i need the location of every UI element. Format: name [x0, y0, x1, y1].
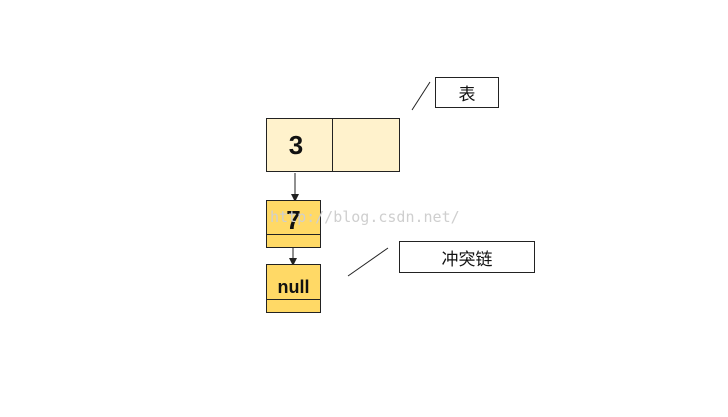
table-label-pointer-line	[411, 81, 431, 111]
chain-label-box: 冲突链	[399, 241, 535, 273]
chain-node-7-next-cell	[266, 234, 321, 248]
table-slot-next-cell	[332, 118, 400, 172]
chain-node-null-next-cell	[266, 299, 321, 313]
table-label: 表	[458, 85, 476, 105]
chain-node-7-value-cell	[266, 200, 321, 235]
chain-node-null-value: null	[277, 276, 310, 297]
chain-node-7-value: 7	[286, 204, 301, 235]
table-slot-value: 3	[288, 129, 304, 160]
chain-label: 冲突链	[441, 249, 493, 270]
watermark-text: http://blog.csdn.net/	[270, 208, 460, 226]
table-label-box: 表	[435, 77, 499, 108]
chain-label-pointer-line	[347, 247, 389, 277]
table-slot-key-cell	[266, 118, 333, 172]
